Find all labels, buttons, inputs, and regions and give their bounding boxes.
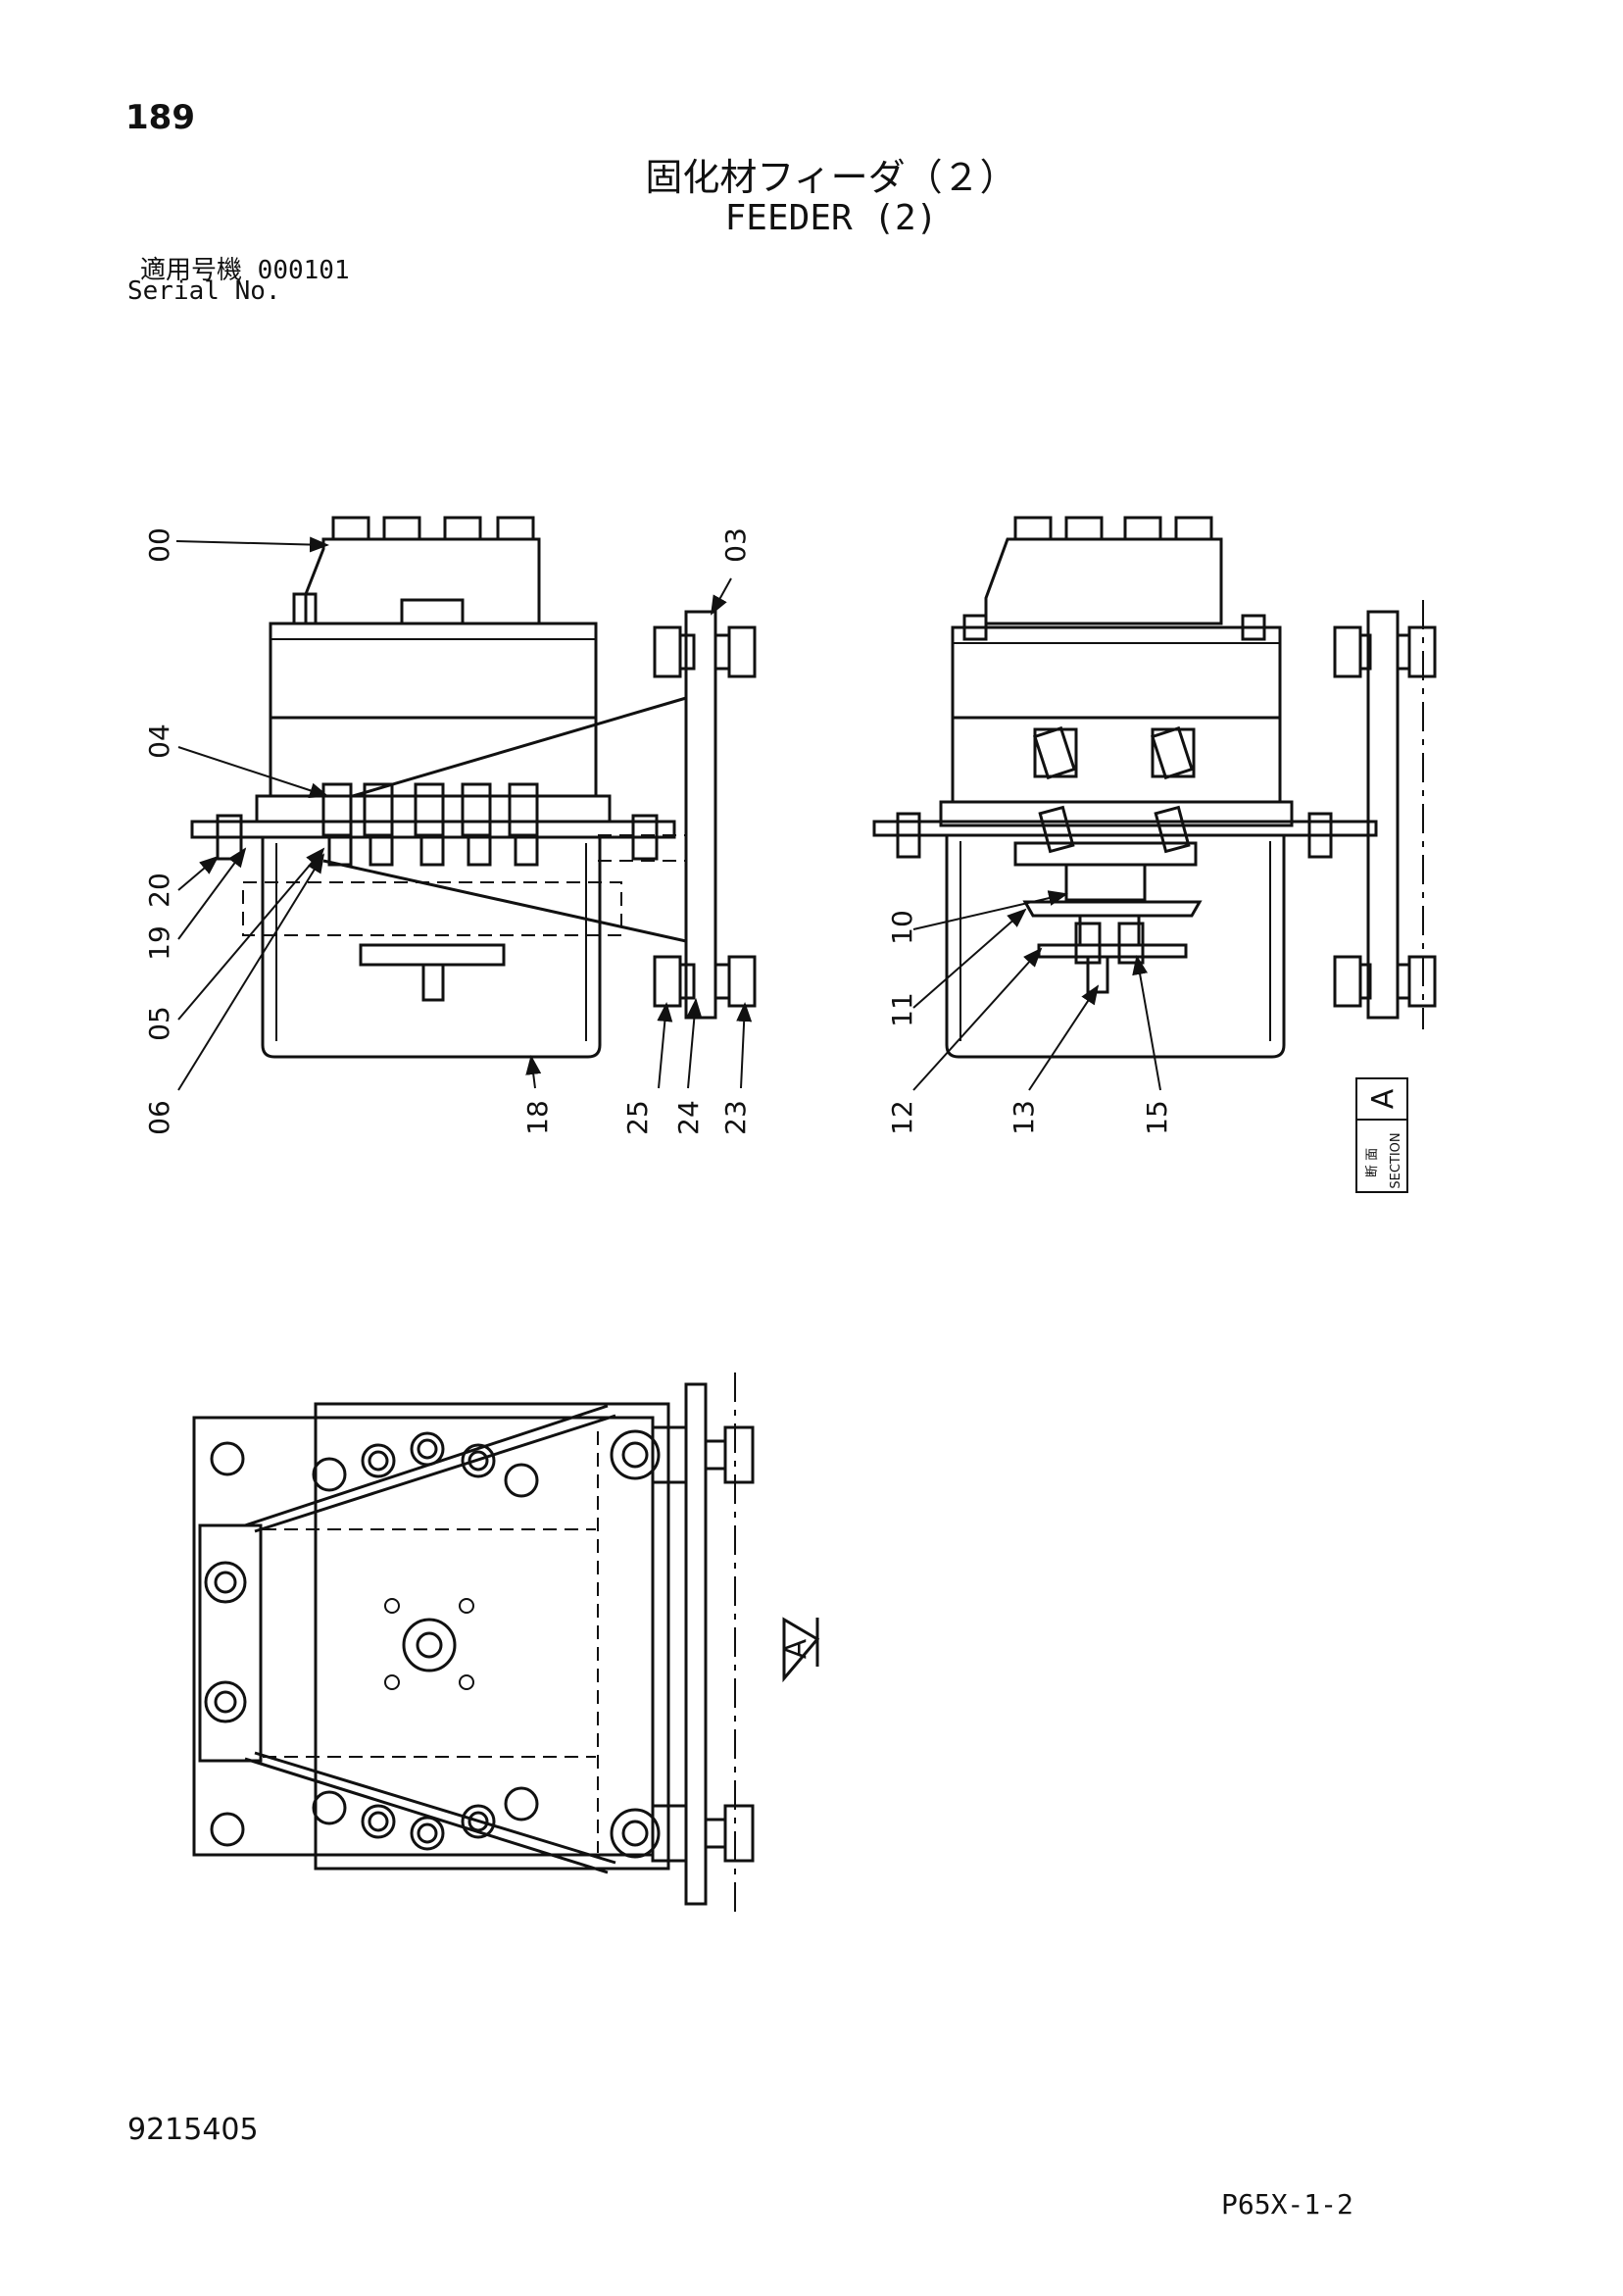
callout-00: 00 [143,527,175,563]
callout-10: 10 [886,910,918,945]
serial-label-japanese: 適用号機 [140,256,243,285]
callout-04: 04 [143,724,175,759]
callout-25: 25 [621,1100,654,1135]
callout-23: 23 [719,1100,752,1135]
callout-12: 12 [886,1100,918,1135]
view-arrow-letter: A [779,1638,813,1659]
callout-24: 24 [672,1100,705,1135]
callout-19: 19 [143,925,175,961]
front-view-leaders [175,536,753,1091]
document-number: 9215405 [127,2113,259,2147]
front-view-labels: 00 04 20 19 05 06 18 25 24 23 03 [143,527,752,1135]
view-arrow-a: A [779,1617,820,1683]
serial-label-english: Serial No. [127,276,281,306]
callout-13: 13 [1008,1100,1040,1135]
section-label-english: SECTION [1389,1132,1403,1188]
callout-06: 06 [143,1100,175,1135]
section-letter: A [1366,1088,1401,1109]
serial-line-japanese: 適用号機 000101 [140,250,350,286]
page-code: P65X-1-2 [1221,2188,1353,2221]
section-label-box: A 断 面 SECTION [1355,1077,1408,1193]
front-view [190,516,757,1059]
callout-15: 15 [1141,1100,1173,1135]
callout-20: 20 [143,873,175,908]
callout-18: 18 [521,1100,554,1135]
serial-value: 000101 [257,256,350,285]
section-view-labels: 10 11 12 13 15 [886,910,1173,1135]
section-view-leaders [912,890,1161,1091]
section-label-japanese: 断 面 [1365,1148,1380,1177]
callout-11: 11 [886,992,918,1027]
plan-view [192,1373,755,1918]
callout-03: 03 [719,527,752,563]
page-title-english: FEEDER (2) [724,198,938,238]
page-title-japanese: 固化材フィーダ（２） [645,156,1017,199]
callout-05: 05 [143,1006,175,1041]
page-number: 189 [125,98,195,137]
section-view [872,516,1437,1059]
